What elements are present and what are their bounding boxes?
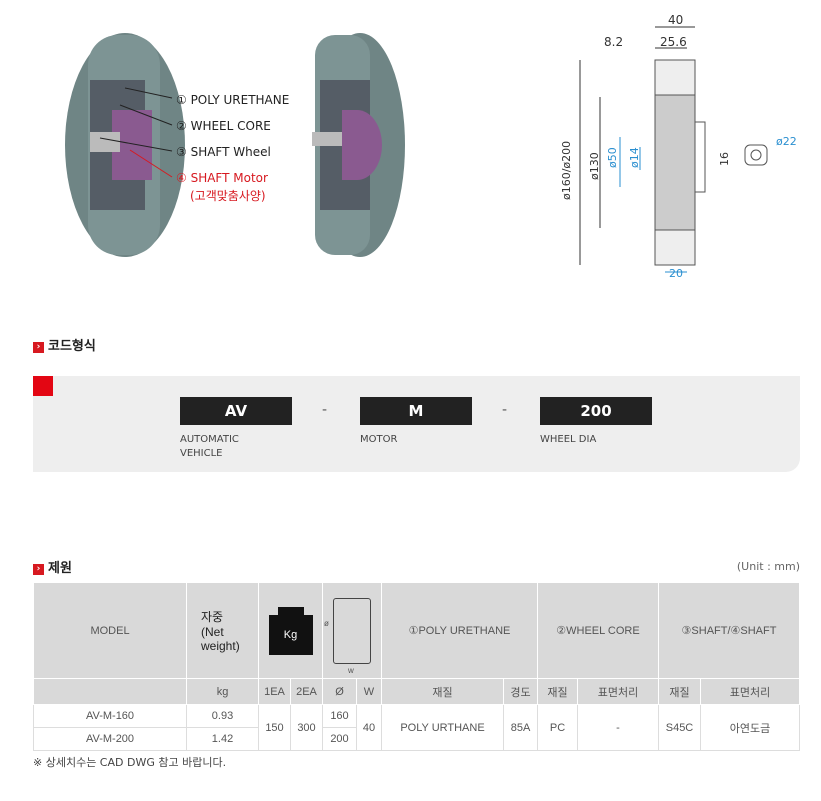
cell-pu-hardness: 85A <box>503 704 538 751</box>
weight-line: weight) <box>201 639 240 653</box>
subheader-core-surface: 표면처리 <box>577 678 659 705</box>
desc-line: VEHICLE <box>180 448 223 459</box>
wheel-left-image <box>65 33 185 257</box>
cell-pu-material: POLY URTHANE <box>381 704 504 751</box>
spec-section-title: › 제원 <box>33 557 72 576</box>
header-polyurethane: ①POLY URETHANE <box>381 582 538 679</box>
cell-shaft-surface: 아연도금 <box>700 704 800 751</box>
dim-dia-14: ø14 <box>628 147 641 168</box>
weight-icon: Kg <box>268 614 313 655</box>
code-box-200: 200 <box>540 397 652 425</box>
dim-offset: 8.2 <box>604 35 624 49</box>
dia-symbol: ø <box>324 618 329 628</box>
subheader-2ea: 2EA <box>290 678 323 705</box>
footnote: ※ 상세치수는 CAD DWG 참고 바랍니다. <box>33 756 227 769</box>
weight-line: (Net <box>201 625 224 639</box>
subheader-1ea: 1EA <box>258 678 291 705</box>
weight-line: 자중 <box>201 610 224 624</box>
cell-2ea: 300 <box>290 704 323 751</box>
cell-dia: 160 <box>322 704 357 728</box>
subheader-empty <box>33 678 187 705</box>
code-desc-m: MOTOR <box>360 434 398 445</box>
dim-shaft-d: ø22 <box>776 135 797 148</box>
code-box-m: M <box>360 397 472 425</box>
cell-kg: 0.93 <box>186 704 259 728</box>
code-desc-200: WHEEL DIA <box>540 434 597 445</box>
arrow-icon: › <box>33 564 44 575</box>
dim-dia-50: ø50 <box>606 147 619 168</box>
table-row: AV-M-160 0.93 150 300 160 40 POLY URTHAN… <box>33 704 800 751</box>
arrow-icon: › <box>33 342 44 353</box>
code-desc-av: AUTOMATIC VEHICLE <box>180 433 239 461</box>
subheader-kg: kg <box>186 678 259 705</box>
desc-line: AUTOMATIC <box>180 434 239 445</box>
cell-model: AV-M-200 <box>33 727 187 751</box>
wheel-right-image <box>312 33 405 257</box>
subheader-dia: Ø <box>322 678 357 705</box>
cell-kg: 1.42 <box>186 727 259 751</box>
cell-model: AV-M-160 <box>33 704 187 728</box>
table-row: AV-M-200 1.42 200 <box>33 727 800 751</box>
w-symbol: w <box>348 665 354 675</box>
subheader-shaft-surface: 표면처리 <box>700 678 800 705</box>
code-separator: - <box>502 402 508 418</box>
dim-core: 25.6 <box>660 35 687 49</box>
wheel-product-images <box>65 33 405 257</box>
cell-core-material: PC <box>537 704 578 751</box>
header-weight-icon: Kg <box>258 582 323 679</box>
spec-section-title-text: 제원 <box>48 561 72 576</box>
weight-icon-handle <box>277 606 304 615</box>
dim-width-total: 40 <box>668 13 684 27</box>
cell-dia: 200 <box>322 727 357 751</box>
subheader-pu-material: 재질 <box>381 678 504 705</box>
code-section-title: › 코드형식 <box>33 335 96 354</box>
cell-w: 40 <box>356 704 382 751</box>
unit-label: (Unit : mm) <box>736 560 800 573</box>
dim-diameter: ø160/ø200 <box>560 140 573 200</box>
subheader-shaft-material: 재질 <box>658 678 701 705</box>
part-label-shaft-wheel: ③ SHAFT Wheel <box>176 145 271 159</box>
part-label-polyurethane: ① POLY URETHANE <box>176 93 290 107</box>
dim-dia-130: ø130 <box>588 152 601 180</box>
technical-drawing <box>579 26 768 273</box>
header-shaft: ③SHAFT/④SHAFT <box>658 582 800 679</box>
subheader-pu-hardness: 경도 <box>503 678 538 705</box>
code-separator: - <box>322 402 328 418</box>
code-section-title-text: 코드형식 <box>48 339 96 354</box>
subheader-w: W <box>356 678 382 705</box>
header-model: MODEL <box>33 582 187 679</box>
part-label-wheel-core: ② WHEEL CORE <box>176 119 271 133</box>
code-box-av: AV <box>180 397 292 425</box>
part-label-custom: (고객맞춤사양) <box>190 189 266 203</box>
header-wheel-core: ②WHEEL CORE <box>537 582 659 679</box>
cell-1ea: 150 <box>258 704 291 751</box>
part-label-shaft-motor: ④ SHAFT Motor <box>176 171 268 185</box>
subheader-core-material: 재질 <box>537 678 578 705</box>
dim-tread: 20 <box>669 267 683 280</box>
red-marker <box>33 376 53 396</box>
dim-shaft-h: 16 <box>718 152 731 166</box>
cell-shaft-material: S45C <box>658 704 701 751</box>
cell-core-surface: - <box>577 704 659 751</box>
